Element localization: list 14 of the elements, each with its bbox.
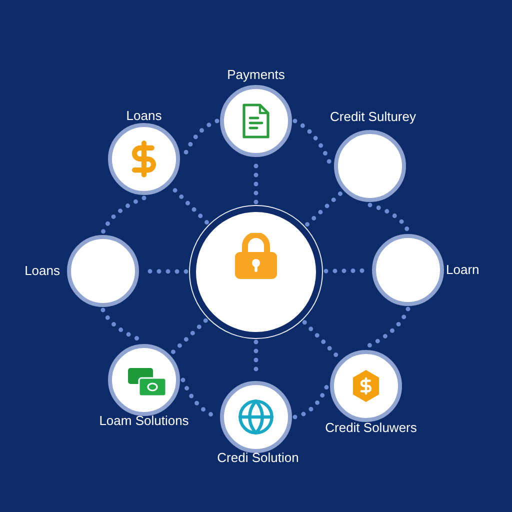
dotted-connector <box>100 196 146 234</box>
node-label: Payments <box>227 67 285 83</box>
node-label: Loarn <box>446 262 480 278</box>
node-label: Loans <box>126 108 162 124</box>
node-label: Loans <box>24 263 60 279</box>
dotted-connector <box>170 318 208 356</box>
node-label: Loam Solutions <box>99 413 189 429</box>
node-label: Credi Solution <box>217 450 299 466</box>
dotted-connector <box>292 384 330 420</box>
hub-ring <box>189 205 323 339</box>
node-label: Credit Sulturey <box>330 109 416 125</box>
dotted-connector <box>368 202 410 234</box>
node-label: Credit Soluwers <box>325 420 417 436</box>
dotted-connector <box>305 190 344 227</box>
